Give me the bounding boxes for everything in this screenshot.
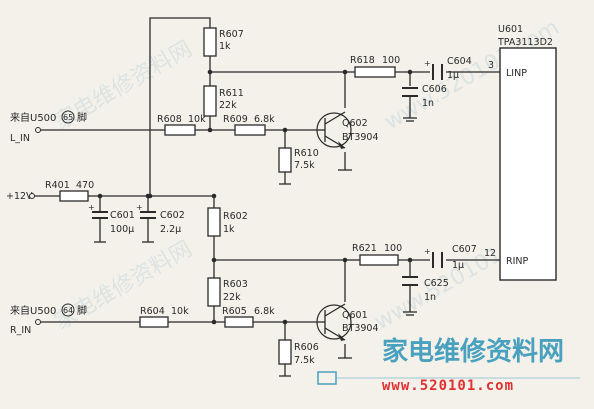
r606-value: 7.5k xyxy=(294,355,315,366)
r618-value: 100 xyxy=(382,55,400,66)
ic-pin-linp-number: 3 xyxy=(488,60,494,71)
right-input-source: 来自U500 xyxy=(10,304,56,317)
r604-ref: R604 xyxy=(140,306,165,317)
r610: R610 7.5k xyxy=(278,147,319,173)
c606-ref: C606 xyxy=(422,84,447,95)
r609-value: 6.8k xyxy=(254,114,275,125)
r605-ref: R605 xyxy=(222,306,247,317)
r605: R605 6.8k xyxy=(222,306,275,328)
r603: R603 22k xyxy=(207,277,248,307)
c602-ref: C602 xyxy=(160,210,185,221)
q601-ref: Q601 xyxy=(342,310,368,321)
q601: Q601 BT3904 xyxy=(316,303,379,341)
c602-value: 2.2μ xyxy=(160,224,181,235)
r606: R606 7.5k xyxy=(278,339,319,366)
r606-ref: R606 xyxy=(294,342,319,353)
svg-text:+: + xyxy=(424,247,431,256)
r608: R608 10k xyxy=(157,114,206,136)
r608-ref: R608 xyxy=(157,114,182,125)
r607: R607 1k xyxy=(203,27,244,57)
r605-value: 6.8k xyxy=(254,306,275,317)
ic-u601: U601 TPA3113D2 3 LINP 12 RINP xyxy=(484,24,557,281)
r604: R604 10k xyxy=(139,306,189,328)
left-input-source: 来自U500 xyxy=(10,111,56,124)
supply-label: +12V xyxy=(6,191,33,202)
ic-part: TPA3113D2 xyxy=(497,37,553,48)
r603-ref: R603 xyxy=(223,279,248,290)
r608-value: 10k xyxy=(188,114,206,125)
c607: + C607 1μ xyxy=(424,244,477,271)
c604-value: 1μ xyxy=(447,70,459,81)
r618-ref: R618 xyxy=(350,55,375,66)
left-input: 来自U500 65 脚 L_IN xyxy=(10,110,87,144)
c625-ref: C625 xyxy=(424,278,449,289)
right-input-suffix: 脚 xyxy=(77,304,87,317)
c601-value: 100μ xyxy=(110,224,134,235)
left-input-pin: 65 xyxy=(63,113,73,122)
svg-text:+: + xyxy=(424,59,431,68)
ic-ref: U601 xyxy=(498,24,523,35)
r607-ref: R607 xyxy=(219,29,244,40)
right-input-net: R_IN xyxy=(10,325,31,336)
r611-value: 22k xyxy=(219,100,237,111)
svg-text:+: + xyxy=(88,203,95,212)
right-input-pin: 64 xyxy=(63,306,73,315)
r618: R618 100 xyxy=(350,55,400,78)
q602-value: BT3904 xyxy=(342,132,379,143)
r610-value: 7.5k xyxy=(294,160,315,171)
svg-text:+: + xyxy=(136,203,143,212)
r401: R401 470 xyxy=(45,180,94,202)
r401-ref: R401 xyxy=(45,180,70,191)
junctions xyxy=(207,69,413,325)
watermark: 家电维修资料网 www.520101.com 家电维修资料网 www.52010… xyxy=(51,15,564,335)
c604-ref: C604 xyxy=(447,56,472,67)
r621-ref: R621 xyxy=(352,243,377,254)
ic-pin-rinp: RINP xyxy=(506,256,529,267)
r401-value: 470 xyxy=(76,180,94,191)
r602: R602 1k xyxy=(207,207,248,237)
c601: + C601 100μ xyxy=(88,203,135,235)
brand-title: 家电维修资料网 xyxy=(382,336,564,367)
c607-ref: C607 xyxy=(452,244,477,255)
supply: +12V xyxy=(6,191,35,202)
r609: R609 6.8k xyxy=(223,114,275,136)
right-input: 来自U500 64 脚 R_IN xyxy=(10,303,87,336)
ic-pin-linp: LINP xyxy=(506,68,527,79)
left-input-suffix: 脚 xyxy=(77,111,87,124)
ic-pin-rinp-number: 12 xyxy=(484,248,496,259)
r621-value: 100 xyxy=(384,243,402,254)
c601-ref: C601 xyxy=(110,210,135,221)
q602-ref: Q602 xyxy=(342,118,368,129)
c606: C606 1n xyxy=(402,84,447,109)
r607-value: 1k xyxy=(219,41,231,52)
c625-value: 1n xyxy=(424,292,436,303)
c607-value: 1μ xyxy=(452,260,464,271)
r602-ref: R602 xyxy=(223,211,248,222)
r621: R621 100 xyxy=(352,243,402,266)
watermark-text: 家电维修资料网 xyxy=(51,237,197,336)
left-input-net: L_IN xyxy=(10,133,30,144)
q602: Q602 BT3904 xyxy=(316,111,379,149)
r603-value: 22k xyxy=(223,292,241,303)
r611-ref: R611 xyxy=(219,88,244,99)
c602: + C602 2.2μ xyxy=(136,203,185,235)
r610-ref: R610 xyxy=(294,148,319,159)
site-branding: 家电维修资料网 www.520101.com xyxy=(317,336,580,394)
r602-value: 1k xyxy=(223,224,235,235)
r604-value: 10k xyxy=(171,306,189,317)
c604: + C604 1μ xyxy=(424,56,472,81)
r611: R611 22k xyxy=(203,85,244,117)
r609-ref: R609 xyxy=(223,114,248,125)
brand-url: www.520101.com xyxy=(382,378,514,394)
c625: C625 1n xyxy=(402,276,449,303)
c606-value: 1n xyxy=(422,98,434,109)
q601-value: BT3904 xyxy=(342,323,379,334)
